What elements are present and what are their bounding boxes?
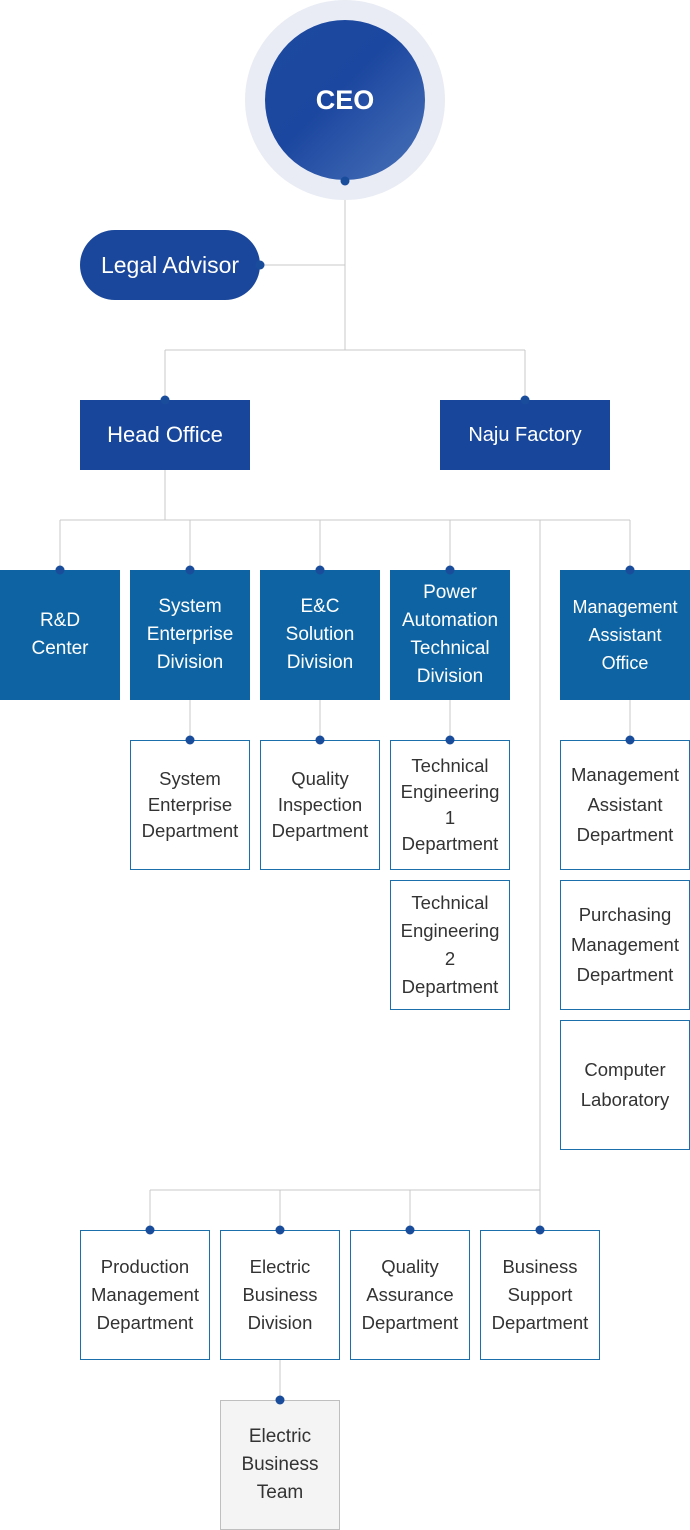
system-enterprise-department-node[interactable]: System Enterprise Department <box>130 740 250 870</box>
connector-dot <box>445 735 455 745</box>
electric-business-division-node[interactable]: Electric Business Division <box>220 1230 340 1360</box>
technical-engineering-2-department-node[interactable]: Technical Engineering 2 Department <box>390 880 510 1010</box>
system-enterprise-division-label: System Enterprise Division <box>146 596 234 673</box>
power-automation-division-label: Power Automation Technical Division <box>401 582 499 687</box>
connector-dot <box>315 735 325 745</box>
ceo-node[interactable]: CEO <box>265 20 425 180</box>
quality-assurance-department-label: Quality Assurance Department <box>361 1256 459 1333</box>
connector-dot <box>55 565 65 575</box>
connector-dot <box>340 176 350 186</box>
management-assistant-department-label: Management Assistant Department <box>571 764 679 845</box>
connector-dot <box>160 395 170 405</box>
system-enterprise-division-node[interactable]: System Enterprise Division <box>130 570 250 700</box>
connector-dot <box>625 735 635 745</box>
connector-dot <box>185 735 195 745</box>
connector-dot <box>445 565 455 575</box>
management-assistant-office-label: Management Assistant Office <box>572 597 678 673</box>
connector-dot <box>255 260 265 270</box>
electric-business-team-label: Electric Business Team <box>241 1426 319 1503</box>
connector-dot <box>535 1225 545 1235</box>
rnd-center-node[interactable]: R&D Center <box>0 570 120 700</box>
technical-engineering-2-department-label: Technical Engineering 2 Department <box>400 892 500 997</box>
management-assistant-department-node[interactable]: Management Assistant Department <box>560 740 690 870</box>
computer-laboratory-label: Computer Laboratory <box>580 1059 670 1110</box>
connector-dot <box>145 1225 155 1235</box>
production-management-department-label: Production Management Department <box>91 1256 199 1333</box>
quality-inspection-department-node[interactable]: Quality Inspection Department <box>260 740 380 870</box>
quality-assurance-department-node[interactable]: Quality Assurance Department <box>350 1230 470 1360</box>
connector-dot <box>315 565 325 575</box>
legal-advisor-label: Legal Advisor <box>100 251 240 278</box>
head-office-node[interactable]: Head Office <box>80 400 250 470</box>
enc-solution-division-label: E&C Solution Division <box>285 596 355 673</box>
naju-factory-node[interactable]: Naju Factory <box>440 400 610 470</box>
naju-factory-label: Naju Factory <box>468 423 582 446</box>
legal-advisor-node[interactable]: Legal Advisor <box>80 230 260 300</box>
technical-engineering-1-department-node[interactable]: Technical Engineering 1 Department <box>390 740 510 870</box>
system-enterprise-department-label: System Enterprise Department <box>141 768 239 841</box>
connector-dot <box>520 395 530 405</box>
connector-dot <box>625 565 635 575</box>
technical-engineering-1-department-label: Technical Engineering 1 Department <box>400 755 500 854</box>
electric-business-division-label: Electric Business Division <box>242 1256 318 1333</box>
business-support-department-node[interactable]: Business Support Department <box>480 1230 600 1360</box>
connector-dot <box>185 565 195 575</box>
management-assistant-office-node[interactable]: Management Assistant Office <box>560 570 690 700</box>
rnd-center-label: R&D Center <box>31 610 89 659</box>
purchasing-management-department-label: Purchasing Management Department <box>571 904 679 985</box>
computer-laboratory-node[interactable]: Computer Laboratory <box>560 1020 690 1150</box>
connector-dot <box>275 1225 285 1235</box>
production-management-department-node[interactable]: Production Management Department <box>80 1230 210 1360</box>
electric-business-team-node[interactable]: Electric Business Team <box>220 1400 340 1530</box>
purchasing-management-department-node[interactable]: Purchasing Management Department <box>560 880 690 1010</box>
head-office-label: Head Office <box>107 422 223 447</box>
connector-dot <box>405 1225 415 1235</box>
business-support-department-label: Business Support Department <box>491 1256 589 1333</box>
enc-solution-division-node[interactable]: E&C Solution Division <box>260 570 380 700</box>
connector-dot <box>275 1395 285 1405</box>
quality-inspection-department-label: Quality Inspection Department <box>271 768 369 841</box>
power-automation-division-node[interactable]: Power Automation Technical Division <box>390 570 510 700</box>
ceo-label: CEO <box>315 84 375 115</box>
